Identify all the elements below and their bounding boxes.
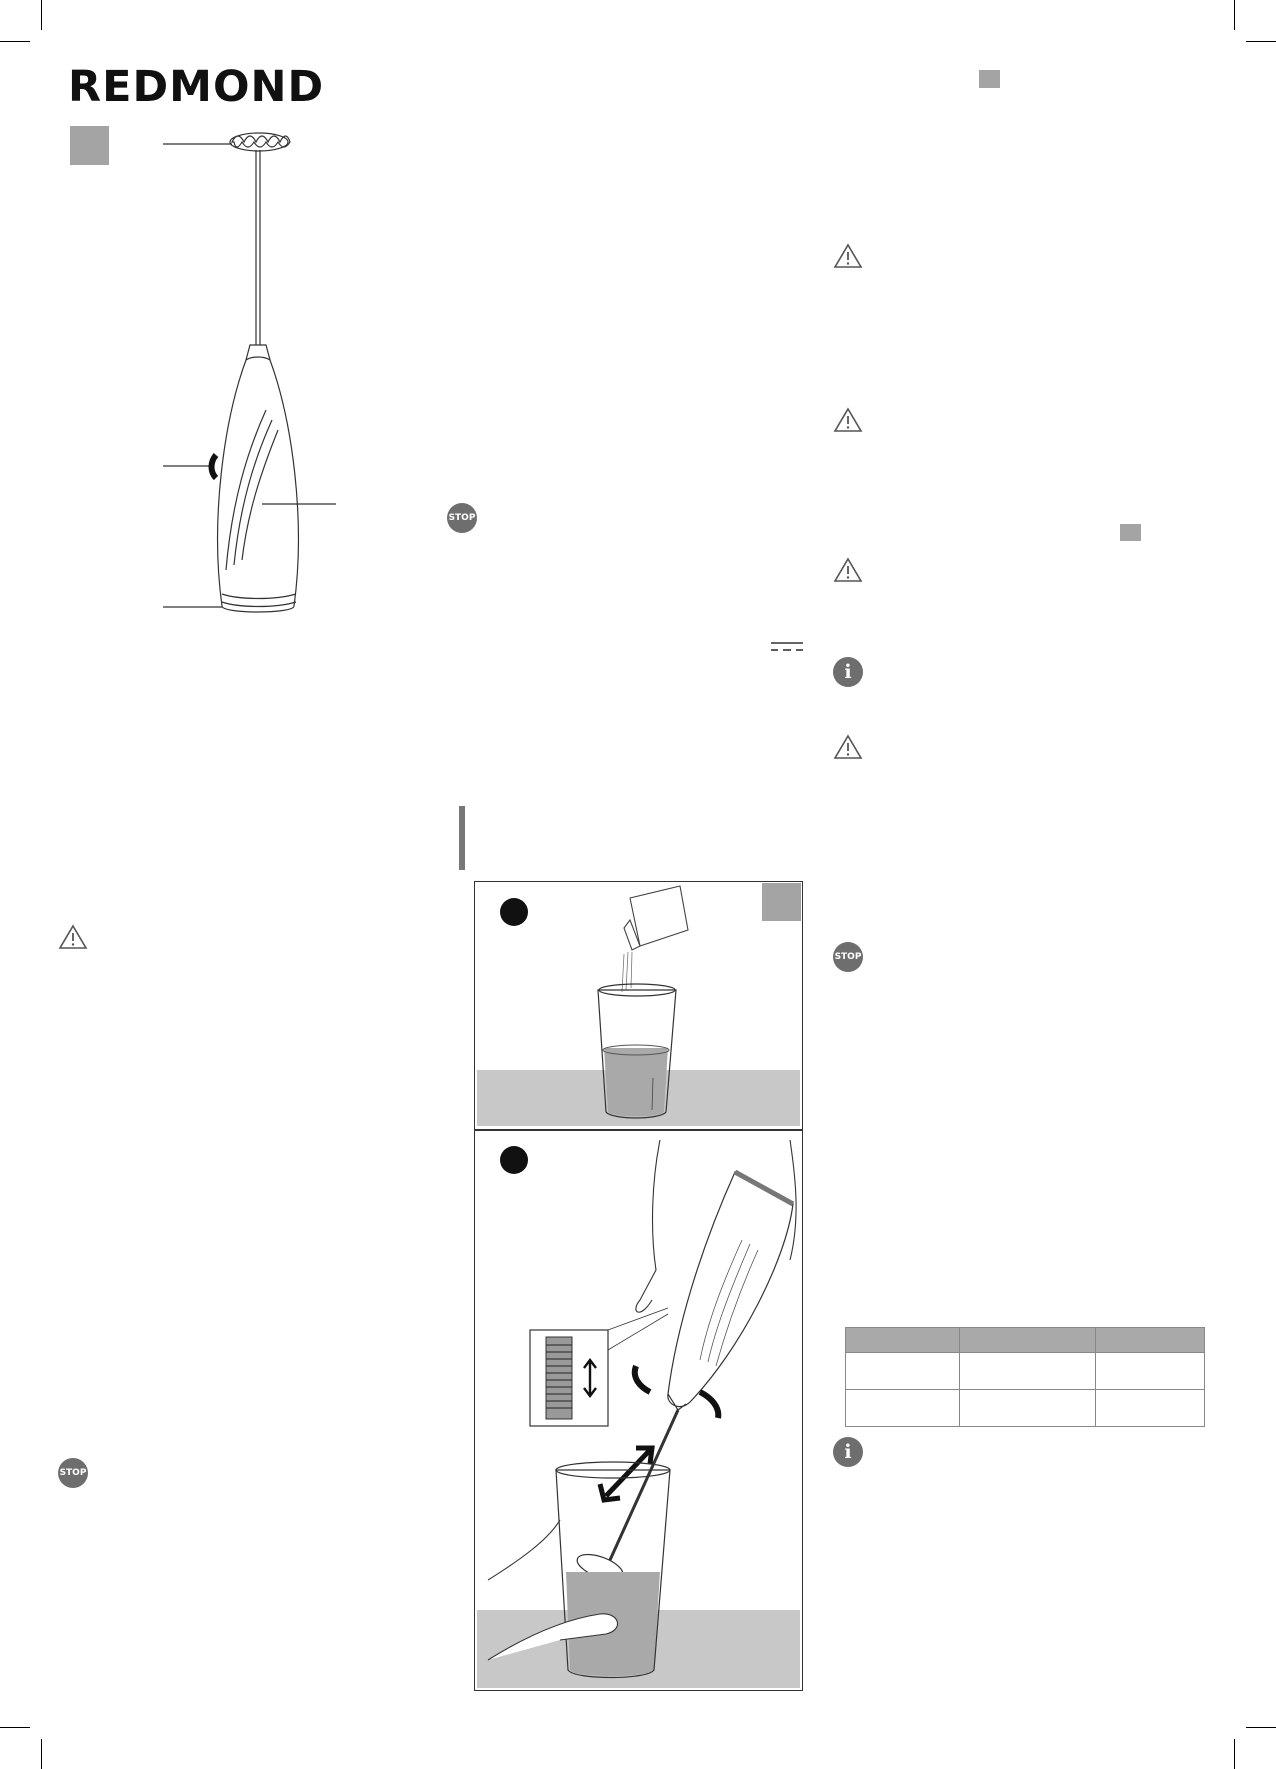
- table-row: [845, 1389, 1205, 1427]
- brand-logo: REDMOND: [68, 62, 325, 112]
- stop-badge-icon: STOP: [833, 942, 863, 972]
- table-cell: [1095, 1352, 1205, 1390]
- specification-table: [845, 1327, 1205, 1427]
- crop-mark: [0, 1727, 30, 1728]
- table-cell: [959, 1352, 1096, 1390]
- figure-marker-square: [762, 883, 801, 921]
- panel-separator: [474, 1129, 803, 1131]
- info-circle-icon: i: [833, 657, 863, 687]
- step-1-illustration: [477, 885, 800, 1126]
- table-header-cell: [1095, 1327, 1205, 1353]
- table-cell: [845, 1352, 960, 1390]
- figure-marker-square: [70, 126, 109, 165]
- table-header-row: [845, 1327, 1205, 1353]
- table-row: [845, 1352, 1205, 1390]
- crop-mark: [1246, 41, 1276, 42]
- warning-triangle-icon: [833, 734, 863, 759]
- warning-triangle-icon: [58, 924, 88, 949]
- crop-mark: [1234, 1739, 1235, 1769]
- warning-triangle-icon: [833, 407, 863, 432]
- info-circle-icon: i: [833, 1437, 863, 1467]
- stop-badge-icon: STOP: [58, 1458, 88, 1488]
- section-divider-bar: [459, 806, 465, 870]
- warning-triangle-icon: [833, 557, 863, 582]
- crop-mark: [1246, 1727, 1276, 1728]
- step-2-marker: [500, 1146, 528, 1174]
- crop-mark: [41, 1739, 42, 1769]
- page-marker-square: [1120, 524, 1141, 541]
- step-2-illustration: [477, 1139, 800, 1688]
- milk-frother-diagram: [163, 132, 336, 613]
- crop-mark: [0, 41, 30, 42]
- table-cell: [1095, 1389, 1205, 1427]
- page-marker-square: [979, 70, 1000, 88]
- table-cell: [845, 1389, 960, 1427]
- direct-current-icon: [771, 642, 803, 651]
- crop-mark: [41, 0, 42, 30]
- table-header-cell: [845, 1327, 960, 1353]
- stop-badge-icon: STOP: [447, 503, 477, 533]
- crop-mark: [1234, 0, 1235, 30]
- step-1-marker: [500, 898, 528, 926]
- table-cell: [959, 1389, 1096, 1427]
- warning-triangle-icon: [833, 243, 863, 268]
- table-header-cell: [959, 1327, 1096, 1353]
